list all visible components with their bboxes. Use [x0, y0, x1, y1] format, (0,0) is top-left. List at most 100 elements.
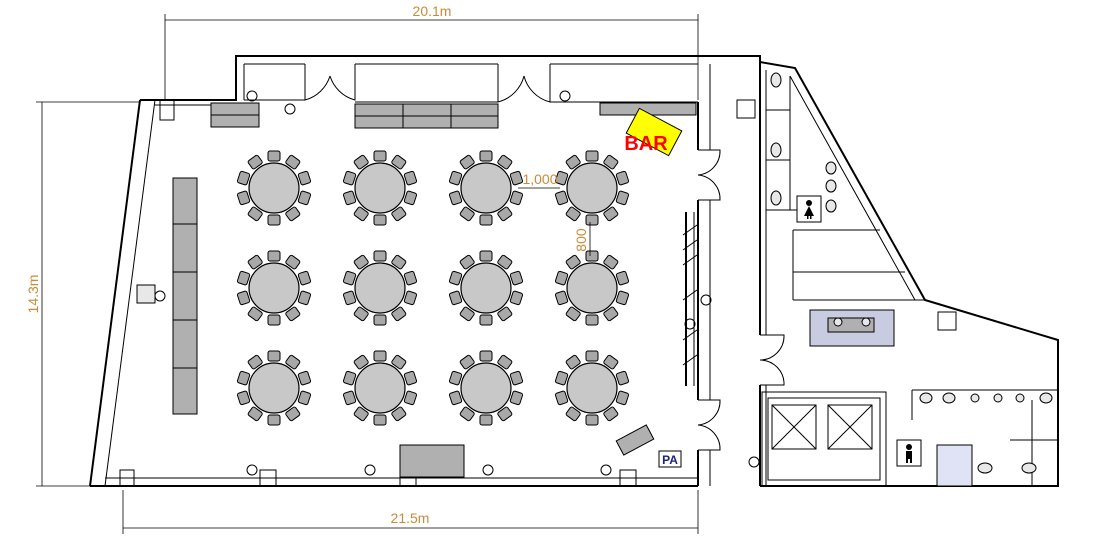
table-gap-horizontal: 1,000 — [522, 171, 557, 187]
chair — [603, 306, 619, 322]
pa-console — [615, 424, 655, 456]
chair — [297, 170, 312, 186]
round-table — [448, 250, 524, 326]
table-top — [460, 262, 512, 314]
round-table — [448, 150, 524, 226]
chair — [554, 270, 569, 286]
table-top — [566, 162, 618, 214]
chair — [373, 314, 387, 326]
round-table — [236, 250, 312, 326]
woman-restroom-icon — [796, 195, 822, 223]
chair — [459, 306, 475, 322]
table-top — [566, 262, 618, 314]
table-top — [354, 262, 406, 314]
chair — [585, 350, 599, 362]
chair — [615, 170, 630, 186]
table-top — [354, 362, 406, 414]
chair — [373, 250, 387, 262]
chair — [297, 290, 312, 306]
chair — [497, 254, 513, 270]
chair — [459, 154, 475, 170]
chair — [247, 254, 263, 270]
chair — [297, 270, 312, 286]
chair — [297, 390, 312, 406]
chair — [403, 290, 418, 306]
left-buffet-table — [136, 177, 198, 415]
chair — [565, 306, 581, 322]
chair — [353, 254, 369, 270]
stage-platform — [399, 444, 465, 478]
chair — [615, 370, 630, 386]
chair — [267, 414, 281, 426]
chair — [509, 390, 524, 406]
chair — [459, 206, 475, 222]
chair — [267, 250, 281, 262]
chair — [615, 190, 630, 206]
chair — [285, 306, 301, 322]
accessible-restroom-area — [936, 444, 973, 487]
chair — [247, 354, 263, 370]
hall-walls — [89, 55, 761, 487]
chair — [236, 390, 251, 406]
chair — [497, 206, 513, 222]
chair — [342, 170, 357, 186]
bar-counter: BAR — [624, 107, 683, 157]
table-top — [248, 262, 300, 314]
chair — [509, 370, 524, 386]
chair — [373, 350, 387, 362]
chair — [342, 370, 357, 386]
chair — [247, 406, 263, 422]
chair — [403, 190, 418, 206]
chair — [373, 150, 387, 162]
chair — [391, 306, 407, 322]
chair — [353, 354, 369, 370]
chair — [236, 170, 251, 186]
chair — [509, 270, 524, 286]
chair — [603, 354, 619, 370]
chair — [615, 390, 630, 406]
elevator-cross-icon — [771, 404, 873, 450]
chair — [353, 206, 369, 222]
chair — [479, 414, 493, 426]
top-doors — [304, 64, 551, 103]
service-wing-walls — [759, 61, 1059, 487]
round-table — [554, 250, 630, 326]
chair — [297, 370, 312, 386]
chair — [403, 390, 418, 406]
chair — [479, 314, 493, 326]
chair — [448, 190, 463, 206]
chair — [479, 214, 493, 226]
chair — [285, 354, 301, 370]
chair — [373, 214, 387, 226]
table-top — [354, 162, 406, 214]
dimension-left-label: 14.3m — [25, 275, 41, 314]
chair — [285, 406, 301, 422]
chair — [615, 270, 630, 286]
chair — [285, 206, 301, 222]
chair — [448, 170, 463, 186]
chair — [236, 370, 251, 386]
chair — [448, 270, 463, 286]
chair — [509, 170, 524, 186]
round-table — [236, 150, 312, 226]
chair — [497, 406, 513, 422]
man-restroom-icon — [896, 439, 922, 467]
top-counters — [210, 102, 697, 129]
chair — [565, 254, 581, 270]
round-table — [342, 350, 418, 426]
chair — [373, 414, 387, 426]
table-top — [248, 162, 300, 214]
chair — [603, 406, 619, 422]
chair — [247, 306, 263, 322]
chair — [267, 214, 281, 226]
round-table — [342, 150, 418, 226]
chair — [342, 270, 357, 286]
movable-partition — [682, 212, 698, 386]
round-table — [448, 350, 524, 426]
chair — [554, 370, 569, 386]
chair — [565, 354, 581, 370]
chair — [353, 154, 369, 170]
dimension-bottom: 21.5m — [122, 490, 699, 534]
chair — [247, 206, 263, 222]
